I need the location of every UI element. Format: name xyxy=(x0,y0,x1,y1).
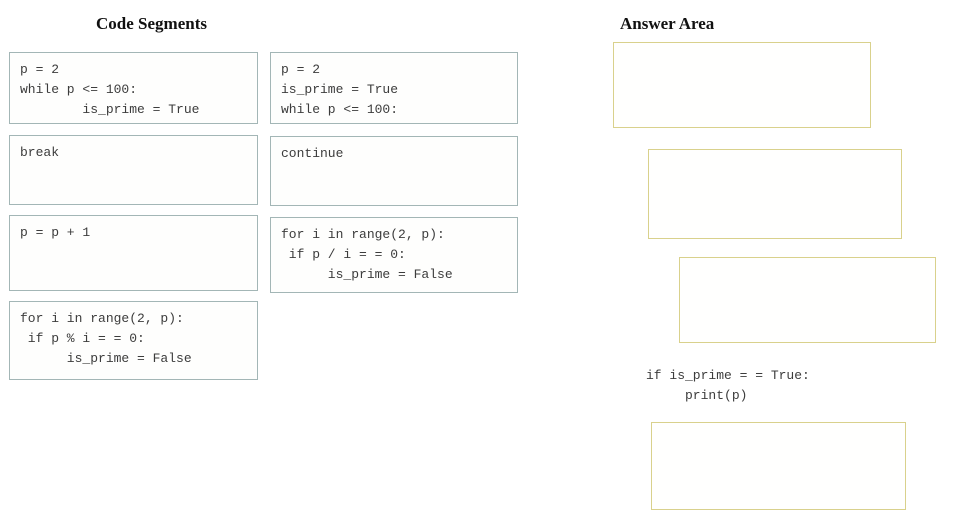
answer-slot-3[interactable] xyxy=(679,257,936,343)
answer-slot-2[interactable] xyxy=(648,149,902,239)
code-segment-for-division[interactable]: for i in range(2, p): if p / i = = 0: is… xyxy=(270,217,518,293)
answer-fixed-code: if is_prime = = True: print(p) xyxy=(646,368,810,403)
code-segment-continue[interactable]: continue xyxy=(270,136,518,206)
answer-slot-1[interactable] xyxy=(613,42,871,128)
code-segment-increment-p[interactable]: p = p + 1 xyxy=(9,215,258,291)
code-segment-text: for i in range(2, p): if p / i = = 0: is… xyxy=(281,227,453,282)
code-segment-break[interactable]: break xyxy=(9,135,258,205)
code-segment-text: for i in range(2, p): if p % i = = 0: is… xyxy=(20,311,192,366)
code-segment-isprime-then-while[interactable]: p = 2 is_prime = True while p <= 100: xyxy=(270,52,518,124)
code-segments-title: Code Segments xyxy=(96,14,207,33)
code-segment-text: continue xyxy=(281,146,344,161)
code-segment-text: p = 2 while p <= 100: is_prime = True xyxy=(20,62,200,117)
code-segment-for-modulo[interactable]: for i in range(2, p): if p % i = = 0: is… xyxy=(9,301,258,380)
code-segment-while-then-isprime[interactable]: p = 2 while p <= 100: is_prime = True xyxy=(9,52,258,124)
answer-slot-4[interactable] xyxy=(651,422,906,510)
code-segment-text: break xyxy=(20,145,60,160)
answer-area-title: Answer Area xyxy=(620,14,715,33)
code-segment-text: p = 2 is_prime = True while p <= 100: xyxy=(281,62,399,117)
code-segment-text: p = p + 1 xyxy=(20,225,91,240)
